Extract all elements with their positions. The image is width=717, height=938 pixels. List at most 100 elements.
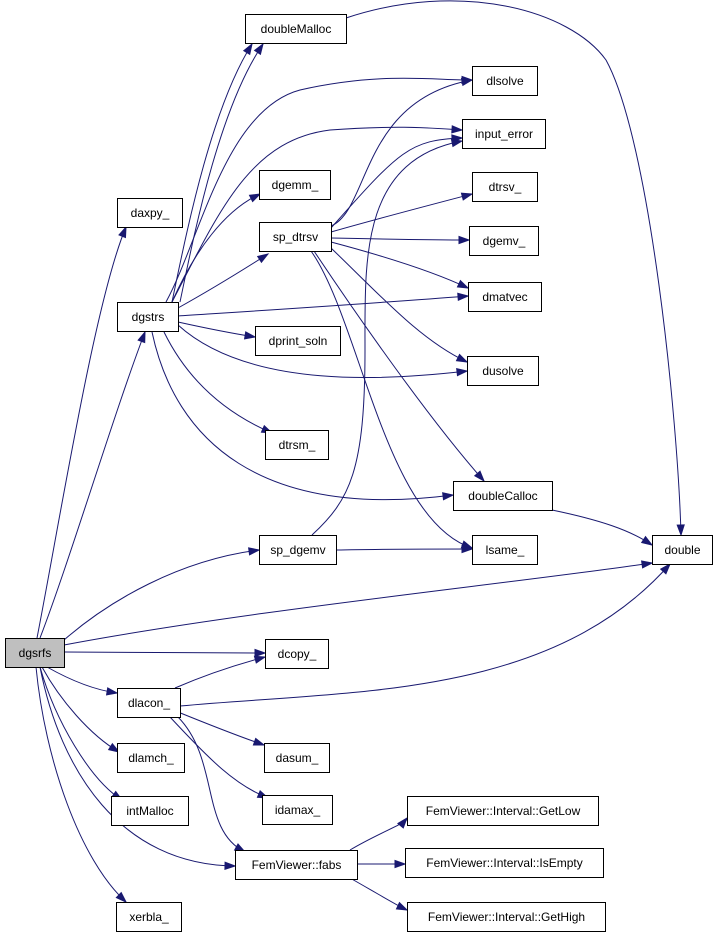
node-box[interactable] (462, 119, 546, 149)
node-box[interactable] (467, 356, 539, 386)
node-dgemm[interactable]: dgemm_ (259, 170, 331, 200)
node-dmatvec[interactable]: dmatvec (468, 282, 542, 312)
node-box[interactable] (472, 172, 538, 202)
node-box[interactable] (472, 66, 538, 96)
node-box[interactable] (116, 902, 182, 932)
edge-line (36, 226, 127, 639)
function-nodes: dgsrfs daxpy_dgstrs doubleMalloc dlsolve inp… (5, 14, 713, 932)
node-box[interactable] (469, 226, 539, 256)
arrowhead-icon (473, 470, 485, 483)
node-box[interactable] (117, 198, 183, 228)
arrowhead-icon (458, 235, 471, 245)
node-IsEmpty[interactable]: FemViewer::Interval::IsEmpty (405, 848, 604, 878)
node-label: double (664, 543, 700, 557)
edge-dgstrs-to-dmatvec (177, 292, 470, 317)
node-double[interactable]: double (652, 535, 713, 565)
node-dgstrs[interactable]: dgstrs (117, 302, 179, 332)
node-GetHigh[interactable]: FemViewer::Interval::GetHigh (407, 902, 606, 932)
node-box[interactable] (235, 850, 358, 880)
node-doubleCalloc[interactable]: doubleCalloc (453, 481, 553, 511)
node-dlsolve[interactable]: dlsolve (472, 66, 538, 96)
node-box[interactable] (259, 535, 337, 565)
node-doubleMalloc[interactable]: doubleMalloc (245, 14, 347, 44)
node-sp_dgemv[interactable]: sp_dgemv (259, 535, 337, 565)
node-box[interactable] (245, 14, 347, 44)
edge-line (169, 716, 269, 799)
edge-dgsrfs-to-dgstrs (39, 330, 146, 639)
node-dcopy[interactable]: dcopy_ (265, 639, 329, 669)
node-dusolve[interactable]: dusolve (467, 356, 539, 386)
node-label: dmatvec (482, 290, 527, 304)
node-intMalloc[interactable]: intMalloc (111, 796, 189, 826)
edge-line (39, 666, 236, 867)
node-box[interactable] (117, 688, 181, 718)
edge-sp_dgemv-to-input_error (311, 138, 464, 536)
node-dasum[interactable]: dasum_ (264, 743, 330, 773)
edge-dgstrs-to-sp_dtrsv (177, 253, 270, 309)
node-GetLow[interactable]: FemViewer::Interval::GetLow (407, 796, 599, 826)
node-label: dasum_ (276, 751, 319, 765)
node-box[interactable] (255, 326, 341, 356)
node-dgemv[interactable]: dgemv_ (469, 226, 539, 256)
edge-dgsrfs-to-dcopy (63, 648, 267, 658)
edge-fabs-to-GetLow (349, 816, 408, 851)
arrowhead-icon (242, 42, 253, 56)
edge-line (46, 666, 118, 694)
node-dprint_soln[interactable]: dprint_soln (255, 326, 341, 356)
arrowhead-icon (243, 331, 257, 340)
edge-line (177, 253, 269, 309)
arrowhead-icon (224, 861, 237, 870)
edge-line (345, 0, 682, 536)
node-box[interactable] (259, 222, 332, 252)
edge-line (35, 666, 127, 903)
node-box[interactable] (117, 743, 185, 773)
node-label: dtrsm_ (279, 438, 316, 452)
node-box[interactable] (472, 535, 538, 565)
node-box[interactable] (405, 848, 604, 878)
arrowhead-icon (659, 562, 672, 575)
edge-sp_dtrsv-to-lsame (310, 250, 474, 549)
node-dgsrfs[interactable]: dgsrfs (5, 638, 65, 668)
node-label: FemViewer::Interval::GetHigh (428, 910, 585, 924)
node-box[interactable] (265, 430, 329, 460)
edge-dgsrfs-to-sp_dgemv (63, 547, 261, 641)
node-label: doubleMalloc (261, 22, 332, 36)
edge-dgstrs-to-input_error (171, 125, 464, 303)
node-box[interactable] (652, 535, 713, 565)
node-box[interactable] (262, 795, 333, 825)
node-box[interactable] (117, 302, 179, 332)
node-box[interactable] (5, 638, 65, 668)
edge-line (330, 79, 473, 227)
node-sp_dtrsv[interactable]: sp_dtrsv (259, 222, 332, 252)
node-dtrsm[interactable]: dtrsm_ (265, 430, 329, 460)
node-box[interactable] (468, 282, 542, 312)
node-box[interactable] (453, 481, 553, 511)
node-box[interactable] (264, 743, 330, 773)
edge-line (330, 241, 469, 289)
edge-dlacon-to-dcopy (174, 655, 267, 689)
node-label: FemViewer::Interval::GetLow (426, 804, 581, 818)
node-box[interactable] (407, 902, 606, 932)
node-box[interactable] (111, 796, 189, 826)
node-input_error[interactable]: input_error (462, 119, 546, 149)
node-dtrsv[interactable]: dtrsv_ (472, 172, 538, 202)
arrowhead-icon (676, 524, 685, 537)
node-label: input_error (475, 127, 533, 141)
node-xerbla[interactable]: xerbla_ (116, 902, 182, 932)
edge-line (311, 140, 463, 536)
node-idamax[interactable]: idamax_ (262, 795, 333, 825)
node-box[interactable] (407, 796, 599, 826)
node-dlamch[interactable]: dlamch_ (117, 743, 185, 773)
node-label: daxpy_ (131, 206, 170, 220)
node-box[interactable] (259, 170, 331, 200)
node-box[interactable] (265, 639, 329, 669)
edge-line (165, 77, 473, 303)
node-lsame[interactable]: lsame_ (472, 535, 538, 565)
node-fabs[interactable]: FemViewer::fabs (235, 850, 358, 880)
edge-line (330, 137, 463, 229)
arrowhead-icon (118, 225, 127, 239)
node-dlacon[interactable]: dlacon_ (117, 688, 181, 718)
node-daxpy[interactable]: daxpy_ (117, 198, 183, 228)
edge-line (151, 331, 454, 501)
